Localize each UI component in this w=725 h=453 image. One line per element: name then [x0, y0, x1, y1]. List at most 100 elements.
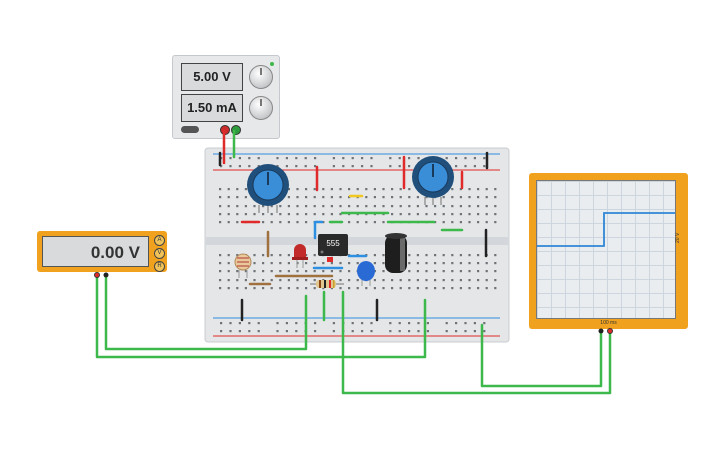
psu-voltage-knob[interactable] [249, 65, 273, 89]
breadboard-hole [219, 221, 222, 224]
breadboard-hole [342, 165, 345, 168]
psu-current-knob[interactable] [249, 96, 273, 120]
psu-negative-terminal[interactable] [231, 125, 241, 135]
breadboard-hole [445, 322, 448, 325]
breadboard-hole [398, 157, 401, 160]
breadboard-hole [244, 254, 247, 257]
breadboard-hole [464, 165, 467, 168]
psu-positive-terminal[interactable] [220, 125, 230, 135]
breadboard-hole [348, 196, 351, 199]
breadboard-hole [391, 270, 394, 273]
breadboard-hole [219, 196, 222, 199]
breadboard-hole [305, 262, 308, 265]
breadboard-hole [389, 322, 392, 325]
breadboard-hole [477, 188, 480, 191]
breadboard-hole [442, 213, 445, 216]
breadboard-hole [314, 330, 317, 333]
breadboard-hole [339, 270, 342, 273]
breadboard-hole [382, 188, 385, 191]
breadboard-hole [425, 262, 428, 265]
breadboard-hole [408, 157, 411, 160]
breadboard-hole [295, 157, 298, 160]
breadboard-hole [296, 196, 299, 199]
breadboard-hole [391, 279, 394, 282]
breadboard-hole [399, 270, 402, 273]
breadboard-hole [305, 213, 308, 216]
breadboard-hole [270, 213, 273, 216]
breadboard-hole [219, 262, 222, 265]
breadboard-hole [304, 330, 307, 333]
breadboard-hole [313, 287, 316, 290]
breadboard-hole [339, 262, 342, 265]
breadboard-hole [477, 213, 480, 216]
breadboard-hole [494, 254, 497, 257]
breadboard-hole [473, 322, 476, 325]
breadboard-hole [276, 157, 279, 160]
breadboard-hole [494, 279, 497, 282]
breadboard-hole [236, 279, 239, 282]
breadboard-hole [485, 205, 488, 208]
breadboard-hole [365, 254, 368, 257]
breadboard-hole [434, 221, 437, 224]
breadboard-hole [408, 330, 411, 333]
breadboard-hole [285, 165, 288, 168]
breadboard-hole [382, 254, 385, 257]
breadboard-hole [351, 157, 354, 160]
breadboard-hole [257, 322, 260, 325]
multimeter-mode-a[interactable]: A [154, 235, 165, 246]
breadboard-hole [295, 322, 298, 325]
breadboard-hole [339, 279, 342, 282]
breadboard-hole [304, 157, 307, 160]
breadboard-hole [339, 287, 342, 290]
breadboard-hole [391, 213, 394, 216]
breadboard-hole [322, 254, 325, 257]
breadboard-hole [417, 157, 420, 160]
breadboard-hole [330, 254, 333, 257]
breadboard-hole [485, 287, 488, 290]
breadboard-hole [330, 262, 333, 265]
breadboard-hole [434, 270, 437, 273]
breadboard-hole [442, 196, 445, 199]
multimeter-mode-r[interactable]: R [154, 261, 165, 272]
multimeter[interactable]: 0.00 V A V R [37, 231, 167, 272]
wire-scope-ground [480, 323, 603, 388]
breadboard-hole [416, 262, 419, 265]
breadboard-hole [313, 213, 316, 216]
breadboard-hole [313, 279, 316, 282]
breadboard-hole [219, 213, 222, 216]
capacitor-ceramic [357, 261, 375, 286]
breadboard-hole [276, 330, 279, 333]
breadboard-hole [485, 279, 488, 282]
breadboard-hole [236, 213, 239, 216]
breadboard-hole [416, 188, 419, 191]
breadboard-hole [229, 165, 232, 168]
photoresistor [234, 253, 252, 278]
psu-power-switch[interactable] [181, 126, 199, 133]
breadboard-hole [451, 221, 454, 224]
breadboard-hole [322, 262, 325, 265]
breadboard-hole [473, 330, 476, 333]
multimeter-mode-v[interactable]: V [154, 248, 165, 259]
breadboard-hole [425, 213, 428, 216]
breadboard-hole [244, 213, 247, 216]
breadboard-hole [373, 221, 376, 224]
breadboard-hole [442, 262, 445, 265]
breadboard-hole [399, 188, 402, 191]
power-supply[interactable]: 5.00 V 1.50 mA [172, 55, 280, 139]
breadboard-hole [356, 213, 359, 216]
breadboard-hole [455, 157, 458, 160]
breadboard-hole [322, 188, 325, 191]
breadboard-hole [262, 205, 265, 208]
breadboard-hole [361, 157, 364, 160]
breadboard-hole [464, 157, 467, 160]
breadboard-hole [485, 188, 488, 191]
breadboard-hole [399, 287, 402, 290]
breadboard-hole [442, 188, 445, 191]
oscilloscope-screen [536, 180, 676, 319]
breadboard-hole [459, 196, 462, 199]
breadboard-hole [477, 205, 480, 208]
oscilloscope[interactable]: 100 ms 20 V [529, 173, 688, 329]
breadboard-hole [276, 165, 279, 168]
multimeter-terminal-positive [94, 272, 100, 278]
